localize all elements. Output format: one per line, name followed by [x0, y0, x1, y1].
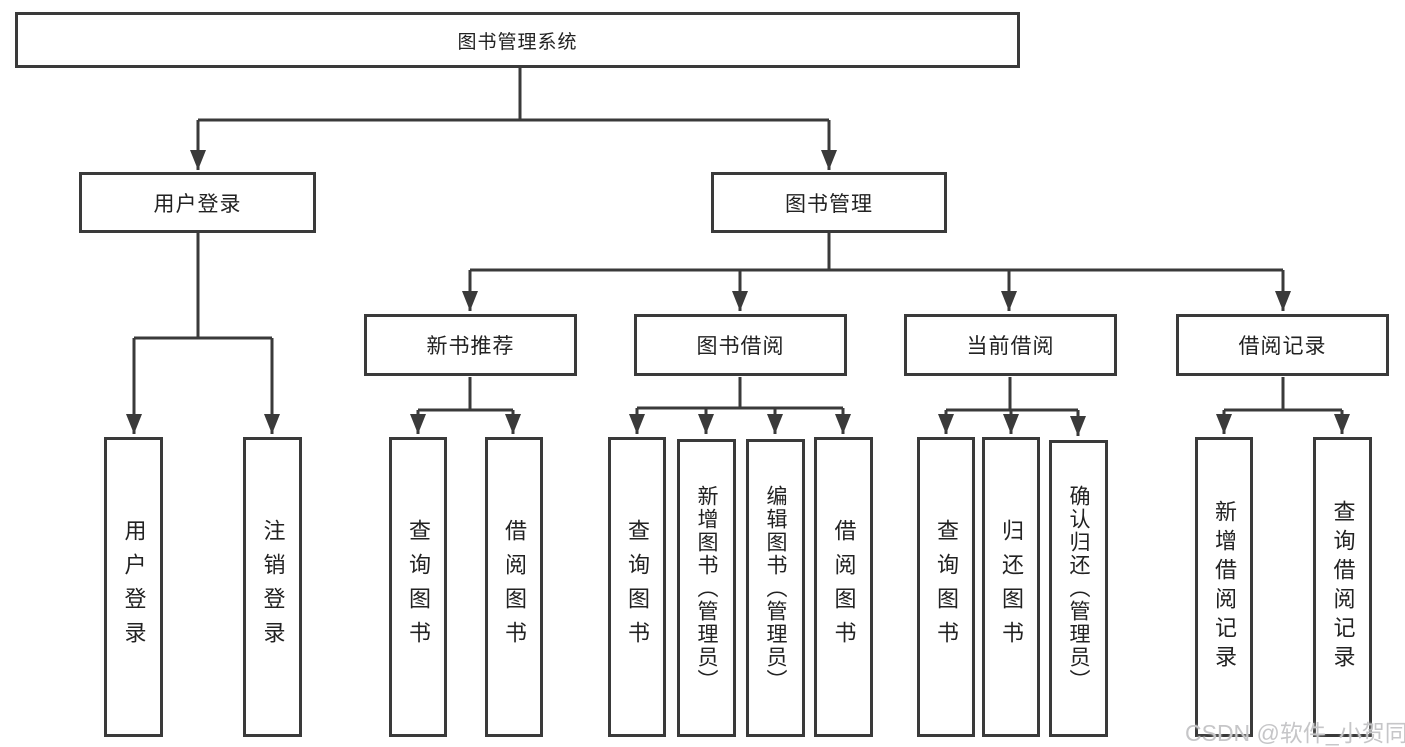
leaf-query-borrow-record: 查询借阅记录	[1313, 437, 1372, 737]
leaf-add-books-admin: 新增图书（管理员）	[677, 439, 736, 737]
leaf-recommend-query-books: 查询图书	[389, 437, 447, 737]
csdn-watermark: CSDN @软件_小贺同学	[1185, 720, 1405, 746]
node-book-borrowing: 图书借阅	[634, 314, 847, 376]
leaf-current-query-books: 查询图书	[917, 437, 975, 737]
node-user-login-branch: 用户登录	[79, 172, 316, 233]
node-library-management-system: 图书管理系统	[15, 12, 1020, 68]
node-current-borrowing: 当前借阅	[904, 314, 1117, 376]
leaf-edit-books-admin: 编辑图书（管理员）	[746, 439, 805, 737]
node-new-book-recommend: 新书推荐	[364, 314, 577, 376]
leaf-confirm-return-admin: 确认归还（管理员）	[1049, 440, 1108, 737]
leaf-borrow-books: 借阅图书	[814, 437, 873, 737]
node-borrowing-records: 借阅记录	[1176, 314, 1389, 376]
leaf-borrowing-query-books: 查询图书	[608, 437, 666, 737]
leaf-logout: 注销登录	[243, 437, 302, 737]
leaf-user-login: 用户登录	[104, 437, 163, 737]
leaf-recommend-borrow-books: 借阅图书	[485, 437, 543, 737]
leaf-return-books: 归还图书	[982, 437, 1040, 737]
leaf-add-borrow-record: 新增借阅记录	[1195, 437, 1253, 737]
node-book-management-branch: 图书管理	[711, 172, 947, 233]
